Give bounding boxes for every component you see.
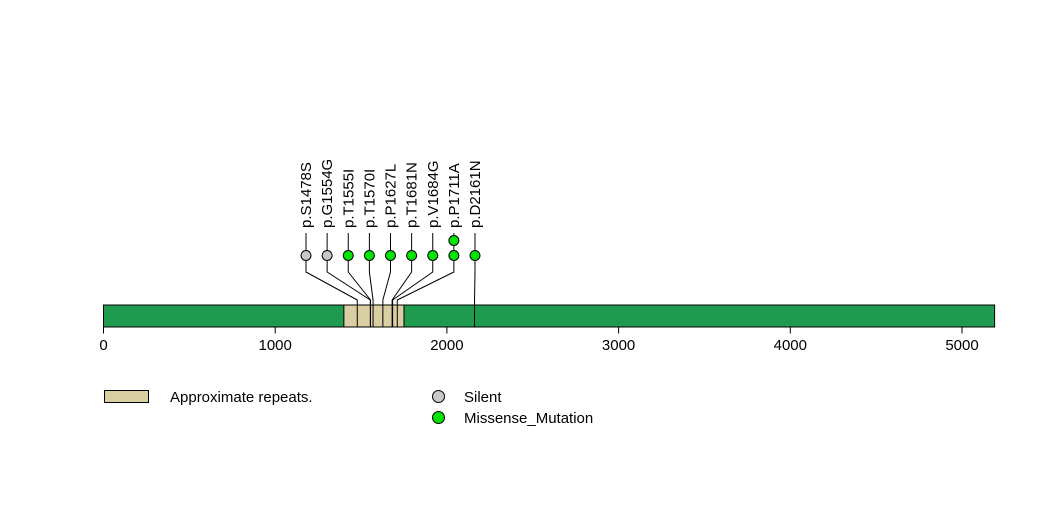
mutation-label: p.V1684G (425, 160, 442, 228)
lollipop-p.T1570I: p.T1570I (361, 169, 378, 261)
lollipop-connector (305, 255, 358, 327)
axis-layer: 0 1000 2000 3000 4000 5000 (99, 327, 979, 354)
lollipop-p.V1684G: p.V1684G (425, 160, 442, 261)
mutation-circle (321, 250, 333, 261)
lollipop-connector (382, 255, 391, 327)
mutation-circle (469, 250, 481, 261)
protein-bar-layer (103, 304, 996, 328)
axis-tick-label: 3000 (602, 337, 635, 354)
lollipop-connector (347, 255, 371, 327)
lollipop-p.P1627L: p.P1627L (383, 164, 400, 261)
mutation-circle (427, 250, 439, 261)
lollipop-p.G1554G: p.G1554G (319, 159, 336, 261)
lollipop-connector (392, 255, 434, 327)
mutation-label: p.T1555I (340, 169, 357, 228)
lollipop-p.T1681N: p.T1681N (404, 162, 421, 261)
mutation-label: p.P1711A (446, 163, 463, 228)
lollipop-connector (391, 255, 413, 327)
axis-tick-label: 2000 (430, 337, 463, 354)
mutation-label: p.T1681N (404, 162, 421, 228)
lollipop-connector (368, 255, 374, 327)
lollipop-p.P1711A: p.P1711A (446, 163, 463, 261)
mutation-label: p.T1570I (361, 169, 378, 228)
mutation-circle (342, 250, 354, 261)
mutation-circle (300, 250, 312, 261)
lollipop-p.D2161N: p.D2161N (467, 160, 484, 261)
mutation-circle (406, 250, 418, 261)
mutation-circle (385, 250, 396, 261)
mutation-label: p.P1627L (383, 164, 400, 228)
mutation-circle (448, 235, 460, 246)
lollipop-p.T1555I: p.T1555I (340, 169, 357, 261)
protein-bar (103, 304, 996, 328)
mutation-circle (448, 250, 460, 261)
axis-tick-label: 5000 (945, 337, 978, 354)
axis-tick-label: 1000 (259, 337, 292, 354)
mutation-label: p.G1554G (319, 159, 336, 228)
domain-approximate-repeats (343, 304, 405, 328)
lollipop-connector (396, 255, 455, 327)
lollipop-p.S1478S: p.S1478S (298, 162, 315, 261)
mutation-label: p.D2161N (467, 160, 484, 228)
mutation-label: p.S1478S (298, 162, 315, 228)
mutation-circle (363, 250, 375, 261)
connector-layer (305, 255, 476, 327)
axis-tick-label: 4000 (774, 337, 807, 354)
axis-tick-label: 0 (99, 337, 107, 354)
